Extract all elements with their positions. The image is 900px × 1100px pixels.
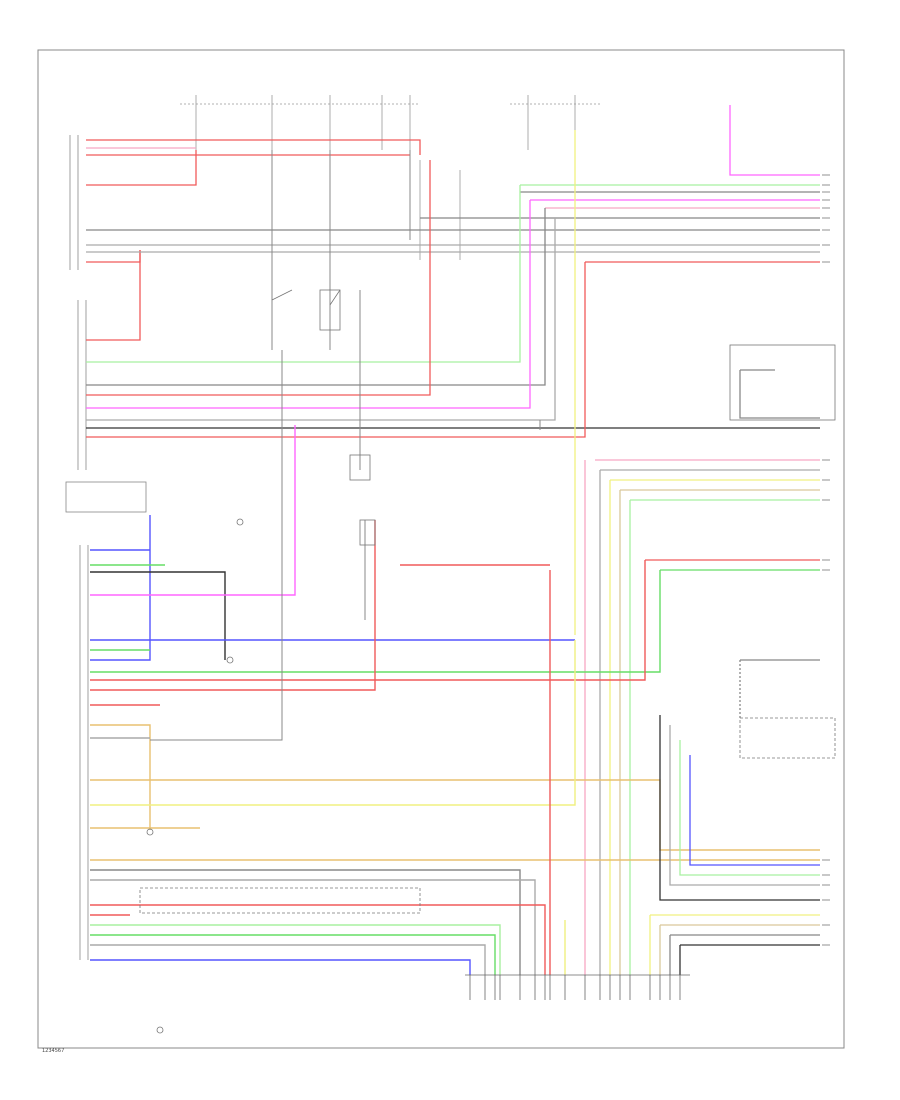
left-connector-upper [65,135,147,960]
components [139,289,836,1034]
top-fuse-block [180,95,600,260]
right-terminal-ticks [822,174,830,946]
wire-bundle-upper [86,105,820,341]
wire-bundle-right [574,130,820,975]
footer-code: 1234567 [42,1048,64,1054]
wire-bundle-middle [86,160,820,438]
wire-bundle-lower [90,425,820,975]
diagram-frame [37,49,845,1049]
wire-bundle-right-lower [649,659,820,975]
wire-bundle-vertical [150,150,541,741]
bottom-connector-pins [465,974,690,1000]
